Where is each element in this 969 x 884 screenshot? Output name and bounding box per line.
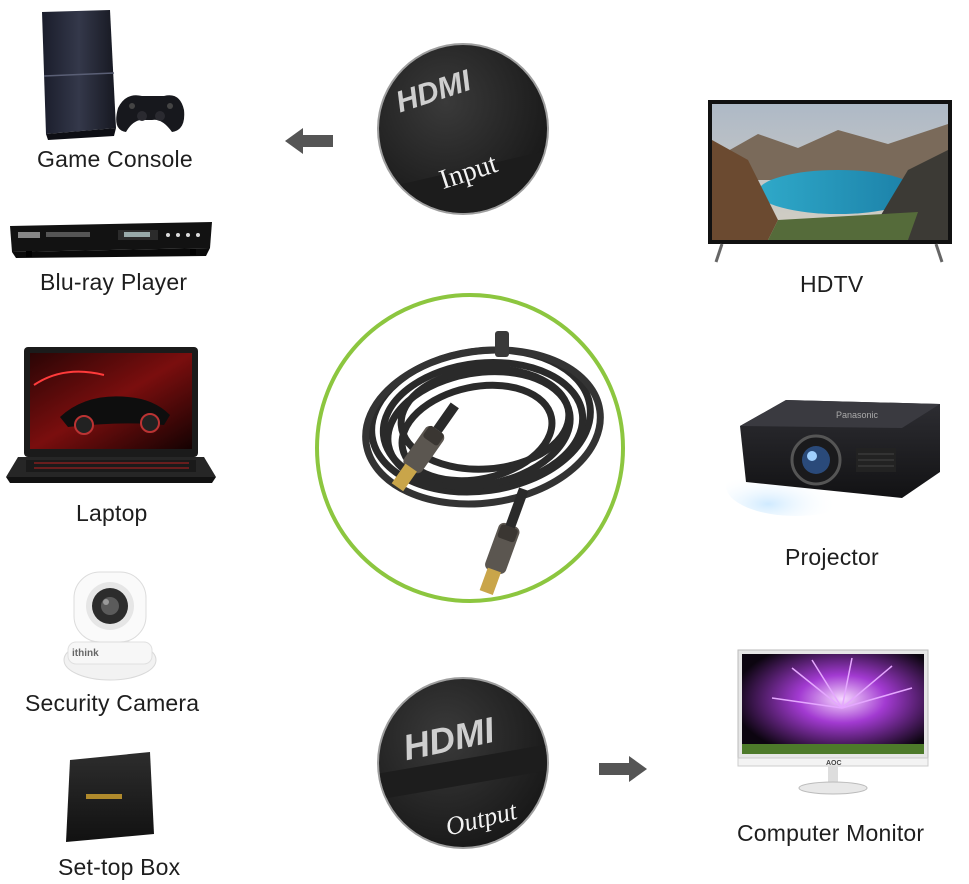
device-label-hdtv: HDTV — [800, 271, 864, 297]
device-label-bluray-player: Blu-ray Player — [40, 269, 188, 295]
device-label-security-camera: Security Camera — [25, 690, 200, 716]
game-console-icon — [38, 8, 188, 143]
security-camera-icon: ithink — [62, 568, 158, 682]
projector-icon: Panasonic — [726, 386, 944, 516]
device-label-game-console: Game Console — [37, 146, 193, 172]
computer-monitor-icon: AOC — [732, 648, 932, 798]
hdtv-icon — [708, 100, 958, 264]
input-badge: HDMI Input — [376, 40, 550, 218]
laptop-icon — [4, 345, 219, 488]
device-label-laptop: Laptop — [76, 500, 148, 526]
arrow-right-icon — [597, 756, 647, 782]
device-label-projector: Projector — [785, 544, 879, 570]
device-label-computer-monitor: Computer Monitor — [737, 820, 925, 846]
camera-brand-text: ithink — [72, 648, 99, 659]
output-badge: HDMI Output — [376, 674, 550, 852]
projector-brand-text: Panasonic — [836, 410, 879, 420]
set-top-box-icon — [64, 750, 156, 846]
monitor-brand-text: AOC — [826, 760, 842, 767]
hdmi-cable-image — [313, 289, 627, 607]
bluray-player-icon — [6, 218, 216, 260]
device-label-set-top-box: Set-top Box — [58, 854, 181, 880]
arrow-left-icon — [285, 128, 335, 154]
